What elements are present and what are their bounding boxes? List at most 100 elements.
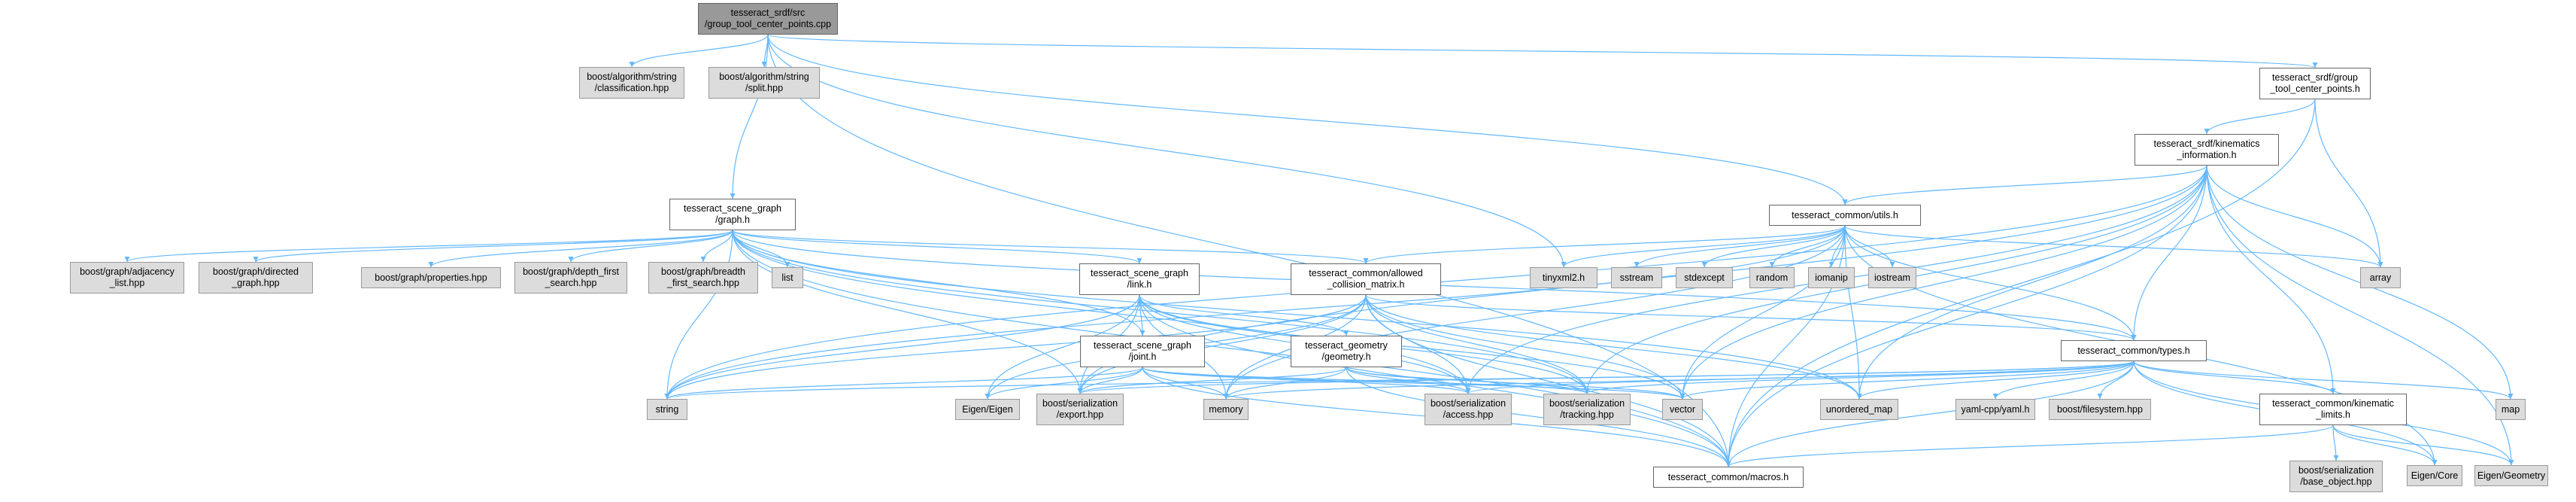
node-access[interactable]: boost/serialization/access.hpp xyxy=(1425,394,1512,425)
node-geometry-h[interactable]: tesseract_geometry/geometry.h xyxy=(1291,336,1402,367)
edge-types_h-to-tracking xyxy=(1584,361,2135,394)
node-label-line: tesseract_scene_graph xyxy=(1094,340,1191,351)
node-graph-h[interactable]: tesseract_scene_graph/graph.h xyxy=(669,199,796,230)
node-array[interactable]: array xyxy=(2360,267,2401,288)
node-memory[interactable]: memory xyxy=(1203,399,1249,420)
node-label-line: boost/graph/properties.hpp xyxy=(375,272,487,283)
edge-kin_info-to-eigen_geometry xyxy=(2206,165,2514,466)
node-list[interactable]: list xyxy=(772,267,803,288)
node-label-line: /access.hpp xyxy=(1443,409,1494,420)
node-export[interactable]: boost/serialization/export.hpp xyxy=(1036,394,1124,425)
node-eigen-core[interactable]: Eigen/Core xyxy=(2407,465,2462,486)
node-yaml[interactable]: yaml-cpp/yaml.h xyxy=(1956,399,2035,420)
node-iostream[interactable]: iostream xyxy=(1868,267,1916,288)
node-label-line: yaml-cpp/yaml.h xyxy=(1961,403,2030,415)
edge-utils_h-to-random xyxy=(1769,225,1846,268)
node-label-line: _information.h xyxy=(2177,150,2237,160)
edge-link_h-to-eigen xyxy=(985,294,1140,400)
node-types-h[interactable]: tesseract_common/types.h xyxy=(2061,340,2207,361)
node-eigen-geometry[interactable]: Eigen/Geometry xyxy=(2474,465,2548,486)
node-joint-h[interactable]: tesseract_scene_graph/joint.h xyxy=(1080,336,1205,367)
edge-gtcp_h-to-macros_h xyxy=(1725,99,2316,467)
edge-graph_h-to-access xyxy=(732,230,1471,394)
node-dfs[interactable]: boost/graph/depth_first_search.hpp xyxy=(514,262,627,294)
node-kin-info[interactable]: tesseract_srdf/kinematics_information.h xyxy=(2135,134,2279,166)
edge-root-to-graph_h xyxy=(730,34,769,199)
node-base-object[interactable]: boost/serialization/base_object.hpp xyxy=(2289,461,2383,492)
edge-link_h-to-geometry_h xyxy=(1139,294,1349,336)
node-classification[interactable]: boost/algorithm/string/classification.hp… xyxy=(579,67,684,99)
edge-types_h-to-macros_h xyxy=(1725,361,2135,467)
node-acm-h[interactable]: tesseract_common/allowed_collision_matri… xyxy=(1291,263,1441,295)
edge-geometry_h-to-tracking xyxy=(1346,367,1590,394)
node-sstream[interactable]: sstream xyxy=(1611,267,1662,288)
edge-graph_h-to-properties xyxy=(428,230,733,268)
edge-kin_info-to-macros_h xyxy=(1725,165,2207,467)
edge-utils_h-to-iostream xyxy=(1844,225,1895,268)
node-eigen[interactable]: Eigen/Eigen xyxy=(955,399,1020,420)
edge-graph_h-to-link_h xyxy=(732,230,1142,264)
node-label-line: tesseract_scene_graph xyxy=(684,203,781,214)
edge-graph_h-to-string xyxy=(664,230,733,400)
node-unordered-map[interactable]: unordered_map xyxy=(1820,399,1898,420)
edge-acm_h-to-unordered_map xyxy=(1365,294,1862,400)
node-split[interactable]: boost/algorithm/string/split.hpp xyxy=(708,67,820,99)
edge-utils_h-to-unordered_map xyxy=(1844,225,1862,400)
node-label-line: stdexcept xyxy=(1684,272,1725,283)
edge-kin_limits-to-macros_h xyxy=(1725,424,2334,467)
node-label-line: boost/filesystem.hpp xyxy=(2057,403,2143,415)
edge-acm_h-to-types_h xyxy=(1365,294,2137,341)
node-adjacency[interactable]: boost/graph/adjacency_list.hpp xyxy=(70,262,184,294)
node-stdexcept[interactable]: stdexcept xyxy=(1676,267,1733,288)
node-label-line: boost/graph/directed xyxy=(213,266,299,277)
node-properties[interactable]: boost/graph/properties.hpp xyxy=(361,267,501,288)
node-utils-h[interactable]: tesseract_common/utils.h xyxy=(1769,205,1921,226)
edge-types_h-to-vector xyxy=(1679,361,2135,400)
edge-kin_info-to-map xyxy=(2206,165,2514,400)
node-kin-limits[interactable]: tesseract_common/kinematic_limits.h xyxy=(2259,394,2407,425)
edge-kin_info-to-kin_limits xyxy=(2206,165,2336,394)
edge-utils_h-to-memory xyxy=(1223,225,1846,400)
node-map[interactable]: map xyxy=(2496,399,2526,420)
node-label-line: boost/algorithm/string xyxy=(587,71,677,82)
node-directed[interactable]: boost/graph/directed_graph.hpp xyxy=(199,262,313,294)
node-tinyxml2[interactable]: tinyxml2.h xyxy=(1530,267,1597,288)
node-tracking[interactable]: boost/serialization/tracking.hpp xyxy=(1543,394,1631,425)
edge-acm_h-to-export xyxy=(1077,294,1367,394)
node-label-line: /tracking.hpp xyxy=(1560,409,1614,420)
edge-utils_h-to-acm_h xyxy=(1363,225,1846,264)
edge-kin_limits-to-base_object xyxy=(2332,424,2339,461)
edge-utils_h-to-string xyxy=(664,225,1846,400)
node-label-line: boost/serialization xyxy=(2298,465,2374,476)
node-label-line: sstream xyxy=(1619,272,1654,283)
node-label-line: _graph.hpp xyxy=(232,278,280,288)
node-label-line: memory xyxy=(1209,403,1243,415)
node-label-line: /geometry.h xyxy=(1321,351,1371,362)
node-bfs[interactable]: boost/graph/breadth_first_search.hpp xyxy=(648,262,758,294)
edge-utils_h-to-macros_h xyxy=(1725,225,1846,467)
edge-graph_h-to-adjacency xyxy=(124,230,733,263)
node-label-line: boost/serialization xyxy=(1430,398,1506,409)
node-vector[interactable]: vector xyxy=(1662,399,1703,420)
node-iomanip[interactable]: iomanip xyxy=(1808,267,1855,288)
node-root: tesseract_srdf/src/group_tool_center_poi… xyxy=(698,3,838,35)
node-random[interactable]: random xyxy=(1749,267,1795,288)
node-label-line: map xyxy=(2501,403,2520,415)
node-string[interactable]: string xyxy=(647,399,687,420)
node-label-line: vector xyxy=(1669,403,1696,415)
node-label-line: _tool_center_points.h xyxy=(2270,84,2360,94)
edge-graph_h-to-macros_h xyxy=(732,230,1731,467)
node-label-line: tesseract_srdf/kinematics xyxy=(2153,138,2260,149)
edge-types_h-to-kin_limits xyxy=(2133,361,2336,394)
node-label-line: Eigen/Geometry xyxy=(2477,470,2546,481)
edge-gtcp_h-to-kin_info xyxy=(2204,99,2316,135)
edge-link_h-to-string xyxy=(664,294,1140,400)
node-gtcp-h[interactable]: tesseract_srdf/group_tool_center_points.… xyxy=(2259,68,2371,99)
node-label-line: tesseract_scene_graph xyxy=(1091,268,1188,278)
node-macros-h[interactable]: tesseract_common/macros.h xyxy=(1653,467,1804,488)
node-filesystem[interactable]: boost/filesystem.hpp xyxy=(2049,399,2151,420)
edge-utils_h-to-types_h xyxy=(1844,225,2137,341)
edge-acm_h-to-string xyxy=(664,294,1367,400)
node-link-h[interactable]: tesseract_scene_graph/link.h xyxy=(1079,263,1200,295)
